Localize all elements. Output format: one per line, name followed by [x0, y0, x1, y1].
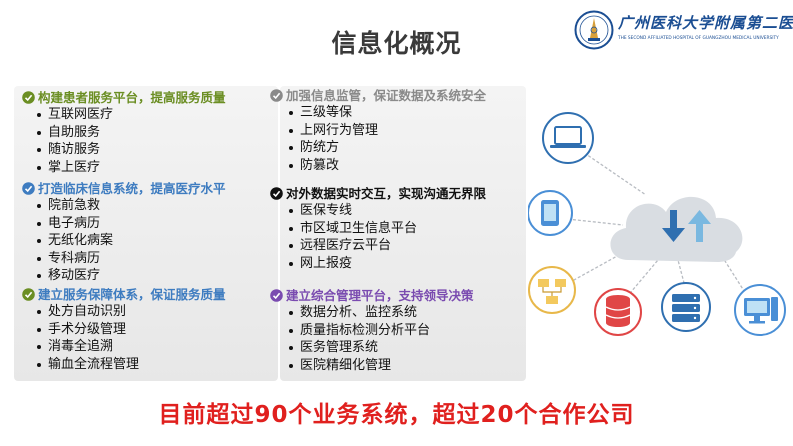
tablet-icon: [528, 190, 573, 236]
section-clinical-info: 打造临床信息系统，提高医疗水平 院前急救 电子病历 无纸化病案 专科病历 移动医…: [22, 181, 226, 285]
list-item: 无纸化病案: [30, 232, 226, 250]
list-item: 处方自动识别: [30, 303, 226, 321]
section-patient-service: 构建患者服务平台，提高服务质量 互联网医疗 自助服务 随访服务 掌上医疗: [22, 90, 226, 176]
middle-panel: [280, 86, 526, 381]
checkmark-icon: [22, 91, 35, 104]
section-management: 建立综合管理平台，支持领导决策 数据分析、监控系统 质量指标检测分析平台 医务管…: [270, 288, 474, 374]
list-item: 随访服务: [30, 141, 226, 159]
hospital-logo: 广州医科大学附属第二医院 THE SECOND AFFILIATED HOSPI…: [574, 8, 793, 54]
network-icon: [528, 266, 576, 314]
section-heading: 打造临床信息系统，提高医疗水平: [38, 181, 226, 196]
cloud-network-diagram: [528, 112, 786, 336]
list-item: 医院精细化管理: [282, 357, 474, 375]
hospital-seal-icon: [574, 10, 614, 50]
hospital-name-en: THE SECOND AFFILIATED HOSPITAL OF GUANGZ…: [618, 36, 779, 41]
slide-title: 信息化概况: [331, 29, 462, 58]
laptop-icon: [542, 112, 594, 164]
section-heading: 构建患者服务平台，提高服务质量: [38, 90, 226, 105]
summary-banner: 目前超过90个业务系统，超过20个合作公司: [158, 402, 635, 428]
list-item: 医保专线: [282, 202, 486, 220]
list-item: 掌上医疗: [30, 159, 226, 177]
section-heading: 对外数据实时交互，实现沟通无界限: [286, 186, 487, 201]
list-item: 防统方: [282, 139, 486, 157]
list-item: 远程医疗云平台: [282, 237, 486, 255]
server-icon: [661, 282, 711, 332]
hospital-name-cn: 广州医科大学附属第二医院: [618, 14, 793, 32]
checkmark-icon: [22, 288, 35, 301]
list-item: 三级等保: [282, 104, 486, 122]
list-item: 移动医疗: [30, 267, 226, 285]
section-data-exchange: 对外数据实时交互，实现沟通无界限 医保专线 市区域卫生信息平台 远程医疗云平台 …: [270, 186, 486, 272]
left-panel: [14, 86, 278, 381]
list-item: 手术分级管理: [30, 321, 226, 339]
checkmark-icon: [270, 289, 283, 302]
section-heading: 加强信息监管，保证数据及系统安全: [286, 88, 487, 103]
sync-arrows-icon: [662, 210, 711, 242]
database-icon: [594, 288, 642, 336]
list-item: 防篡改: [282, 157, 486, 175]
list-item: 电子病历: [30, 215, 226, 233]
list-item: 院前急救: [30, 197, 226, 215]
list-item: 数据分析、监控系统: [282, 304, 474, 322]
list-item: 上网行为管理: [282, 122, 486, 140]
list-item: 消毒全追溯: [30, 338, 226, 356]
section-security: 加强信息监管，保证数据及系统安全 三级等保 上网行为管理 防统方 防篡改: [270, 88, 486, 174]
list-item: 互联网医疗: [30, 106, 226, 124]
list-item: 市区域卫生信息平台: [282, 220, 486, 238]
section-heading: 建立综合管理平台，支持领导决策: [286, 288, 474, 303]
list-item: 输血全流程管理: [30, 356, 226, 374]
section-service-guarantee: 建立服务保障体系，保证服务质量 处方自动识别 手术分级管理 消毒全追溯 输血全流…: [22, 287, 226, 373]
checkmark-icon: [270, 89, 283, 102]
list-item: 质量指标检测分析平台: [282, 322, 474, 340]
section-heading: 建立服务保障体系，保证服务质量: [38, 287, 226, 302]
checkmark-icon: [270, 187, 283, 200]
list-item: 自助服务: [30, 124, 226, 142]
checkmark-icon: [22, 182, 35, 195]
list-item: 网上报疫: [282, 255, 486, 273]
list-item: 专科病历: [30, 250, 226, 268]
list-item: 医务管理系统: [282, 339, 474, 357]
desktop-computer-icon: [734, 284, 786, 336]
